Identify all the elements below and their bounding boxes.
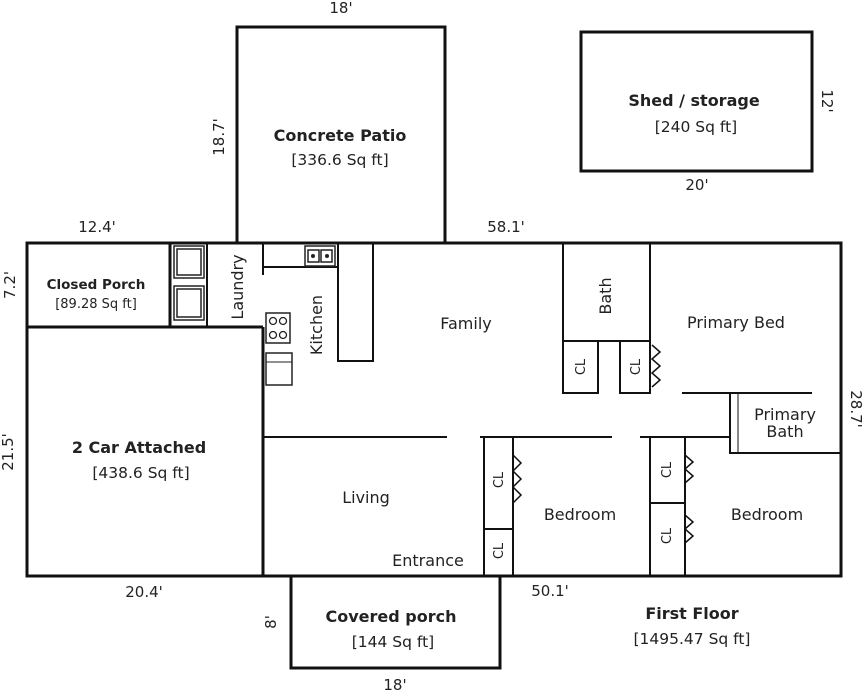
dim-house-depth: 28.7' (847, 390, 865, 428)
living-label: Living (342, 488, 390, 507)
right-bedroom-closet-bottom (649, 502, 686, 577)
sink-icon (304, 245, 336, 267)
shed-area: [240 Sq ft] (655, 118, 737, 136)
shed-outline (579, 30, 814, 173)
house-outline (25, 241, 843, 578)
bedroom-left-label: Bedroom (544, 505, 616, 524)
dim-covered-porch-width: 18' (383, 676, 406, 692)
closet-label-bath-right: CL (629, 358, 644, 375)
closet-label-right-bedroom-bottom: CL (660, 527, 675, 544)
stove-icon (265, 312, 291, 344)
refrigerator-icon (265, 352, 293, 386)
bath-closet-left (562, 340, 599, 394)
garage-area: [438.6 Sq ft] (92, 464, 189, 482)
closet-label-left-bedroom-bottom: CL (492, 542, 507, 559)
floor-name: First Floor (645, 604, 738, 623)
floor-area: [1495.47 Sq ft] (634, 630, 751, 648)
primary-bath-walls (729, 393, 841, 454)
dim-closed-porch-width: 12.4' (78, 218, 116, 236)
dim-house-width-top: 58.1' (487, 218, 525, 236)
closet-door-right-bedroom-top (683, 454, 695, 484)
concrete-patio-name: Concrete Patio (274, 126, 407, 145)
primary-bath-label-line1: Primary (754, 405, 816, 424)
closed-porch-area: [89.28 Sq ft] (55, 297, 137, 312)
closet-door-right-bedroom-bottom (683, 514, 695, 544)
covered-porch-area: [144 Sq ft] (352, 633, 434, 651)
closet-label-bath-left: CL (574, 358, 589, 375)
dim-shed-width: 20' (685, 176, 708, 194)
bath-closet-right (619, 340, 651, 394)
concrete-patio-area: [336.6 Sq ft] (291, 151, 388, 169)
primary-bath-label-line2: Bath (766, 422, 803, 441)
closet-label-left-bedroom-top: CL (492, 471, 507, 488)
dryer-icon (173, 285, 205, 321)
bedroom-right-label: Bedroom (731, 505, 803, 524)
dim-garage-depth: 21.5' (0, 433, 17, 471)
dim-house-width-bottom: 50.1' (531, 582, 569, 600)
closet-door-bath-right (650, 344, 662, 388)
dim-closed-porch-depth: 7.2' (1, 271, 19, 299)
closed-porch-name: Closed Porch (47, 277, 146, 293)
dim-shed-depth: 12' (818, 89, 836, 112)
dim-garage-width: 20.4' (125, 583, 163, 601)
entrance-label: Entrance (392, 551, 464, 570)
garage-name: 2 Car Attached (72, 438, 206, 457)
primary-bed-label: Primary Bed (687, 313, 785, 332)
closet-label-right-bedroom-top: CL (660, 461, 675, 478)
dim-covered-porch-depth: 8' (262, 615, 280, 629)
dim-patio-width: 18' (329, 0, 352, 17)
closet-door-left-bedroom (511, 454, 523, 504)
kitchen-label: Kitchen (307, 295, 326, 355)
washer-icon (173, 245, 205, 279)
shed-name: Shed / storage (628, 91, 760, 110)
bath-label: Bath (596, 277, 615, 314)
covered-porch-name: Covered porch (326, 607, 457, 626)
left-bedroom-closet-bottom (483, 528, 514, 577)
family-label: Family (440, 314, 491, 333)
laundry-label: Laundry (228, 254, 247, 319)
kitchen-island (337, 242, 374, 362)
dim-patio-depth: 18.7' (210, 118, 228, 156)
